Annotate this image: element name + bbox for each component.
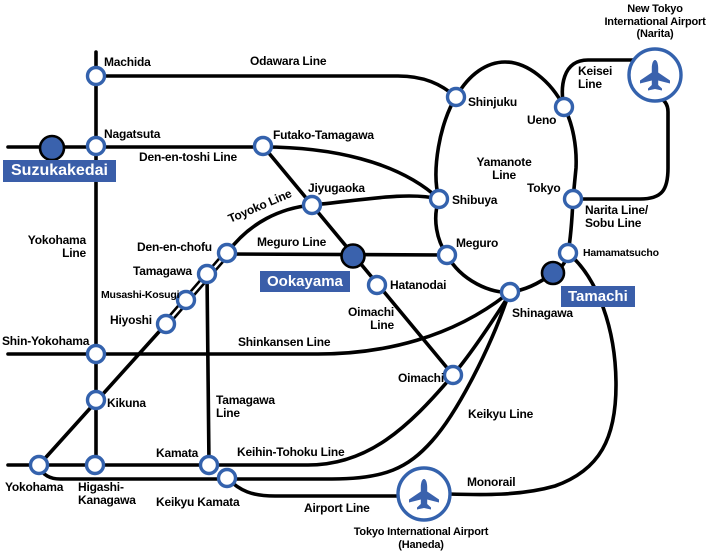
airport-label-narita: New Tokyo International Airport (Narita) xyxy=(604,3,706,40)
station-label-kikuna: Kikuna xyxy=(107,396,146,410)
station-label-shinjuku: Shinjuku xyxy=(468,95,518,109)
station-label-ueno: Ueno xyxy=(527,113,557,127)
keikyu-line-path xyxy=(37,297,509,481)
station-hamamatsucho-marker xyxy=(557,242,579,264)
shinkansen-line-path xyxy=(6,293,508,356)
station-ookayama-marker xyxy=(340,243,366,269)
line-label-airport: Airport Line xyxy=(304,501,370,515)
station-ueno-marker xyxy=(553,96,575,118)
station-label-meguro: Meguro xyxy=(456,236,499,250)
line-label-narita-sobu: Narita Line/ Sobu Line xyxy=(585,203,648,230)
station-machida-marker xyxy=(85,65,107,87)
station-label-kamata: Kamata xyxy=(156,446,199,460)
station-label-machida: Machida xyxy=(104,55,151,69)
airplane-icon-narita xyxy=(640,60,670,91)
station-label-futako-tamagawa: Futako-Tamagawa xyxy=(273,128,374,142)
station-label-jiyugaoka: Jiyugaoka xyxy=(308,181,365,195)
station-label-yokohama: Yokohama xyxy=(5,480,64,494)
station-hatanodai-marker xyxy=(366,274,388,296)
den-en-toshi-line-path xyxy=(6,145,441,201)
double-track-white-gap xyxy=(163,250,230,327)
line-label-tamagawa: Tamagawa Line xyxy=(216,393,275,420)
narita-sobu-line-path xyxy=(571,95,670,201)
keihin-tohoku-line-path xyxy=(6,295,510,467)
station-label-tokyo: Tokyo xyxy=(527,181,561,195)
line-label-yokohama: Yokohama Line xyxy=(27,233,86,260)
tamagawa-line-path xyxy=(205,272,211,467)
station-label-nagatsuta: Nagatsuta xyxy=(104,127,161,141)
station-shinagawa-marker xyxy=(499,281,521,303)
odawara-line-path xyxy=(94,74,458,99)
station-label-keikyu-kamata: Keikyu Kamata xyxy=(156,495,240,509)
station-label-oimachi: Oimachi xyxy=(398,371,444,385)
station-tamachi-marker xyxy=(540,260,566,286)
line-label-keikyu: Keikyu Line xyxy=(468,407,534,421)
station-higashi-kanagawa-marker xyxy=(84,454,106,476)
station-jiyugaoka-marker xyxy=(301,194,323,216)
line-label-monorail: Monorail xyxy=(467,475,516,489)
airport-label-haneda: Tokyo International Airport (Haneda) xyxy=(353,526,489,551)
line-label-meguro: Meguro Line xyxy=(257,235,327,249)
station-label-higashi-kanagawa: Higashi- Kanagawa xyxy=(78,480,136,507)
station-tokyo-marker xyxy=(562,188,584,210)
station-kamata-marker xyxy=(198,454,220,476)
station-meguro-marker xyxy=(436,244,458,266)
line-label-keihin-tohoku: Keihin-Tohoku Line xyxy=(237,445,345,459)
meguro-line-path xyxy=(225,252,449,257)
station-shin-yokohama-marker xyxy=(85,343,107,365)
station-hiyoshi-marker xyxy=(155,313,177,335)
line-label-shinkansen: Shinkansen Line xyxy=(238,335,331,349)
station-yokohama-marker xyxy=(28,454,50,476)
station-label-shin-yokohama: Shin-Yokohama xyxy=(2,334,90,348)
airplane-icon-haneda xyxy=(409,479,439,510)
line-label-yamanote: Yamanote Line xyxy=(476,155,532,182)
haneda-airport-symbol xyxy=(396,466,452,522)
line-label-den-en-toshi: Den-en-toshi Line xyxy=(139,150,237,164)
station-label-den-en-chofu: Den-en-chofu xyxy=(137,240,212,254)
station-nagatsuta-marker xyxy=(85,135,107,157)
line-label-keisei: Keisei Line xyxy=(578,64,613,91)
station-label-hatanodai: Hatanodai xyxy=(390,278,447,292)
line-label-oimachi: Oimachi Line xyxy=(348,305,394,332)
station-label-shibuya: Shibuya xyxy=(452,193,498,207)
station-musashi-kosugi-marker xyxy=(175,289,197,311)
station-label-shinagawa: Shinagawa xyxy=(512,306,573,320)
station-label-tamagawa: Tamagawa xyxy=(133,264,192,278)
station-futako-tamagawa-marker xyxy=(252,135,274,157)
station-kikuna-marker xyxy=(85,389,107,411)
station-badge-suzukakedai: Suzukakedai xyxy=(3,160,116,182)
station-shinjuku-marker xyxy=(445,86,467,108)
station-shibuya-marker xyxy=(428,188,450,210)
station-keikyu-kamata-marker xyxy=(216,467,238,489)
station-label-hiyoshi: Hiyoshi xyxy=(110,313,152,327)
station-suzukakedai-marker xyxy=(38,134,66,162)
station-oimachi-marker xyxy=(442,364,464,386)
narita-airport-symbol xyxy=(627,47,683,103)
station-label-hamamatsucho: Hamamatsucho xyxy=(583,247,659,259)
station-badge-tamachi: Tamachi xyxy=(561,286,635,307)
station-label-musashi-kosugi: Musashi-Kosugi xyxy=(101,289,180,301)
station-tamagawa-marker xyxy=(196,263,218,285)
station-badge-ookayama: Ookayama xyxy=(260,271,350,292)
station-den-en-chofu-marker xyxy=(216,242,238,264)
line-label-odawara: Odawara Line xyxy=(250,54,327,68)
